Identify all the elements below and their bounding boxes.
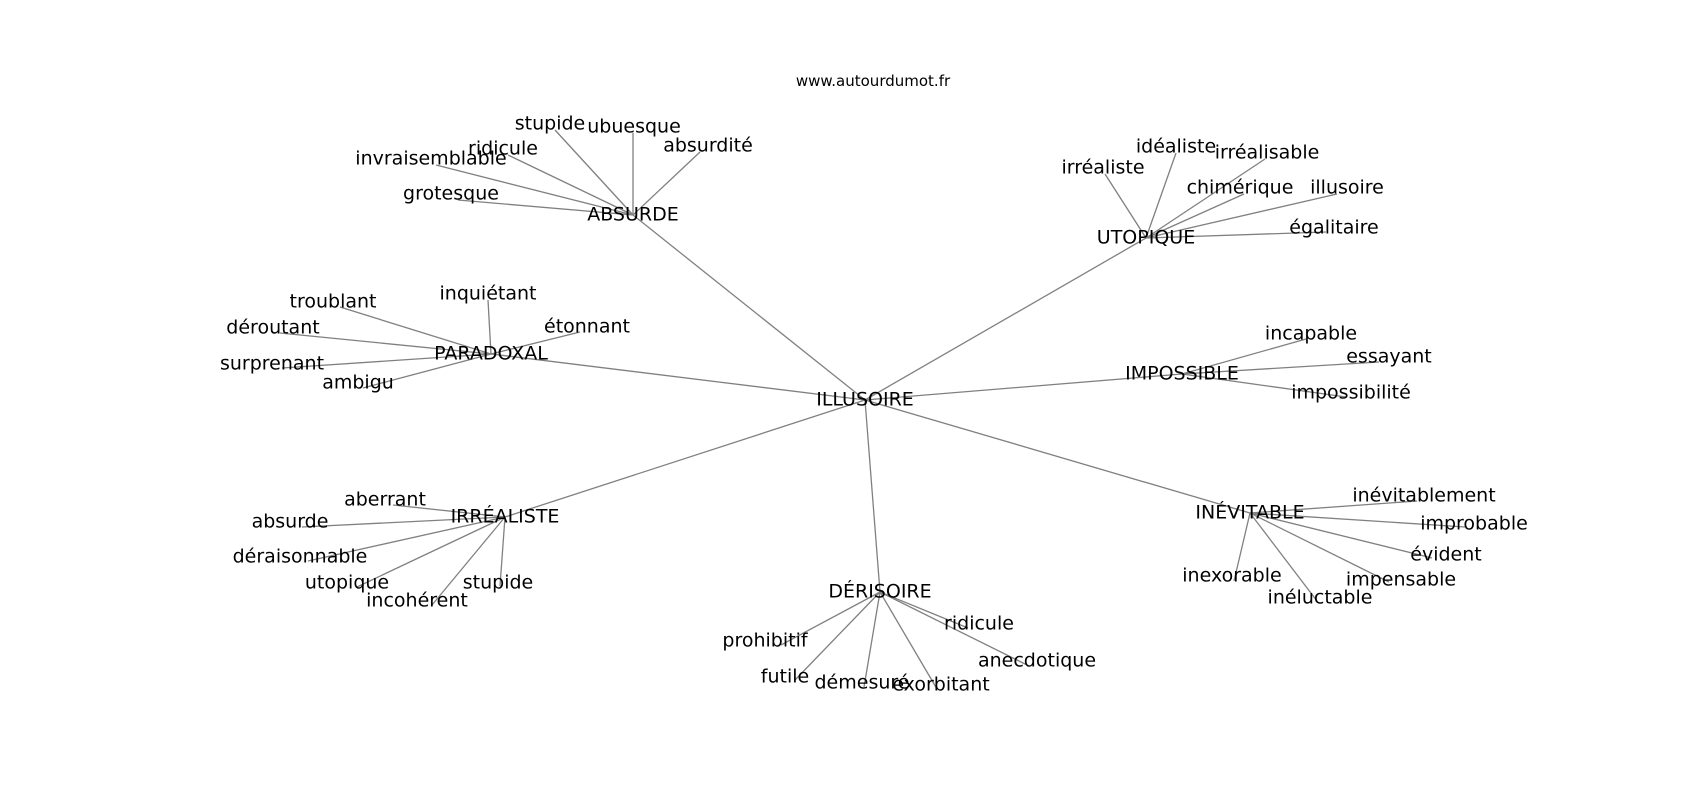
related-word[interactable]: prohibitif	[722, 630, 808, 652]
related-word[interactable]: égalitaire	[1289, 217, 1378, 239]
related-word[interactable]: déraisonnable	[233, 546, 368, 568]
hub-word[interactable]: DÉRISOIRE	[828, 580, 931, 603]
edge-center-hub	[864, 399, 1251, 514]
related-word[interactable]: impensable	[1346, 569, 1456, 591]
edge-hub-word	[1145, 193, 1338, 239]
related-word[interactable]: futile	[761, 666, 809, 688]
related-word[interactable]: aberrant	[344, 489, 426, 511]
related-word[interactable]: ridicule	[944, 613, 1014, 635]
related-word[interactable]: chimérique	[1187, 177, 1294, 199]
related-word[interactable]: irréalisable	[1215, 142, 1320, 164]
edge-hub-word	[301, 516, 506, 528]
edge-hub-word	[1104, 173, 1147, 239]
related-word[interactable]: démesuré	[815, 672, 910, 694]
edge-hub-word	[1249, 500, 1418, 514]
edge-hub-word	[279, 332, 492, 355]
edge-hub-word	[431, 516, 506, 606]
related-word[interactable]: incohérent	[366, 590, 468, 612]
related-word[interactable]: incapable	[1265, 323, 1357, 345]
edge-hub-word	[632, 151, 701, 216]
related-word[interactable]: irréaliste	[1061, 157, 1144, 179]
edge-hub-word	[1233, 512, 1251, 582]
edge-hub-word	[1145, 193, 1245, 239]
hub-word[interactable]: IMPOSSIBLE	[1125, 363, 1239, 385]
edge-hub-word	[499, 516, 506, 587]
edge-hub-word	[435, 164, 634, 216]
edge-hub-word	[780, 591, 881, 646]
edge-hub-word	[1249, 512, 1390, 583]
related-word[interactable]: évident	[1410, 544, 1481, 566]
edge-hub-word	[794, 591, 881, 681]
related-word[interactable]: invraisemblable	[355, 148, 506, 170]
related-word[interactable]: utopique	[305, 572, 389, 594]
hub-word[interactable]: IRRÉALISTE	[451, 505, 560, 528]
related-word[interactable]: improbable	[1420, 513, 1528, 535]
edge-center-hub	[864, 237, 1147, 401]
edge-hub-word	[362, 353, 492, 389]
edge-hub-word	[487, 299, 492, 355]
edge-hub-word	[392, 504, 506, 518]
edge-hub-word	[1181, 373, 1347, 398]
edge-hub-word	[879, 591, 938, 690]
related-word[interactable]: stupide	[515, 113, 585, 135]
edge-hub-word	[1145, 152, 1177, 239]
edge-center-hub	[490, 353, 866, 401]
related-word[interactable]: essayant	[1346, 346, 1432, 368]
hub-word[interactable]: ABSURDE	[587, 204, 679, 226]
edge-hub-word	[1181, 338, 1307, 375]
related-word[interactable]: stupide	[463, 572, 533, 594]
related-word[interactable]: inéluctable	[1268, 587, 1373, 609]
related-word[interactable]: inévitablement	[1352, 485, 1495, 507]
edge-hub-word	[879, 591, 1028, 666]
related-word[interactable]: inquiétant	[440, 283, 537, 305]
edges-layer	[279, 129, 1466, 690]
edge-hub-word	[1181, 361, 1380, 375]
related-word[interactable]: impossibilité	[1291, 382, 1411, 404]
edge-hub-word	[863, 591, 881, 688]
edge-hub-word	[1249, 512, 1466, 528]
related-word[interactable]: idéaliste	[1136, 136, 1216, 158]
edge-hub-word	[1145, 231, 1327, 239]
edge-hub-word	[339, 306, 492, 355]
edge-hub-word	[307, 516, 506, 562]
edge-hub-word	[457, 199, 634, 216]
related-word[interactable]: surprenant	[220, 353, 324, 375]
edge-center-hub	[864, 399, 881, 593]
related-word[interactable]: absurdité	[663, 135, 753, 157]
related-word[interactable]: ambigu	[322, 372, 394, 394]
edge-hub-word	[490, 331, 581, 355]
edge-hub-word	[1249, 512, 1433, 559]
edge-hub-word	[554, 129, 634, 216]
edge-center-hub	[632, 214, 866, 401]
related-word[interactable]: déroutant	[226, 317, 319, 339]
related-word[interactable]: exorbitant	[892, 674, 989, 696]
edge-hub-word	[281, 353, 492, 369]
edge-hub-word	[879, 591, 969, 629]
hub-word[interactable]: PARADOXAL	[434, 343, 548, 365]
related-word[interactable]: absurde	[252, 511, 329, 533]
edge-center-hub	[864, 373, 1183, 401]
related-word[interactable]: troublant	[290, 291, 377, 313]
related-word[interactable]: étonnant	[544, 316, 630, 338]
related-word[interactable]: ridicule	[468, 138, 538, 160]
hub-word[interactable]: INÉVITABLE	[1195, 501, 1304, 524]
edge-center-hub	[504, 399, 866, 518]
edge-hub-word	[507, 154, 634, 216]
site-label: www.autourdumot.fr	[796, 72, 951, 90]
related-word[interactable]: ubuesque	[587, 116, 681, 138]
edge-hub-word	[1249, 512, 1318, 602]
related-word[interactable]: illusoire	[1310, 177, 1384, 199]
related-word[interactable]: anecdotique	[978, 650, 1096, 672]
edge-hub-word	[1145, 158, 1266, 239]
edge-hub-word	[356, 516, 506, 588]
hub-word[interactable]: UTOPIQUE	[1097, 227, 1195, 249]
related-word[interactable]: inexorable	[1182, 565, 1281, 587]
related-word[interactable]: grotesque	[403, 183, 499, 205]
center-word[interactable]: ILLUSOIRE	[816, 389, 914, 411]
